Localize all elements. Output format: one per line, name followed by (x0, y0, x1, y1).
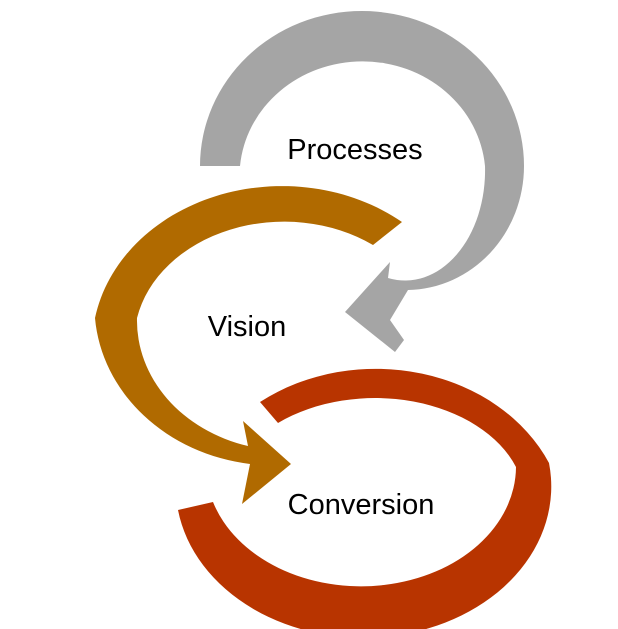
conversion-ring (178, 368, 552, 629)
vision-label: Vision (208, 311, 286, 343)
processes-arrow (200, 11, 524, 352)
conversion-label: Conversion (288, 489, 435, 521)
processes-label: Processes (287, 134, 422, 166)
processes-arrow-body (200, 11, 524, 352)
vision-arrow (95, 186, 402, 504)
conversion-ring-body (178, 368, 552, 629)
vision-arrow-body (95, 186, 402, 504)
